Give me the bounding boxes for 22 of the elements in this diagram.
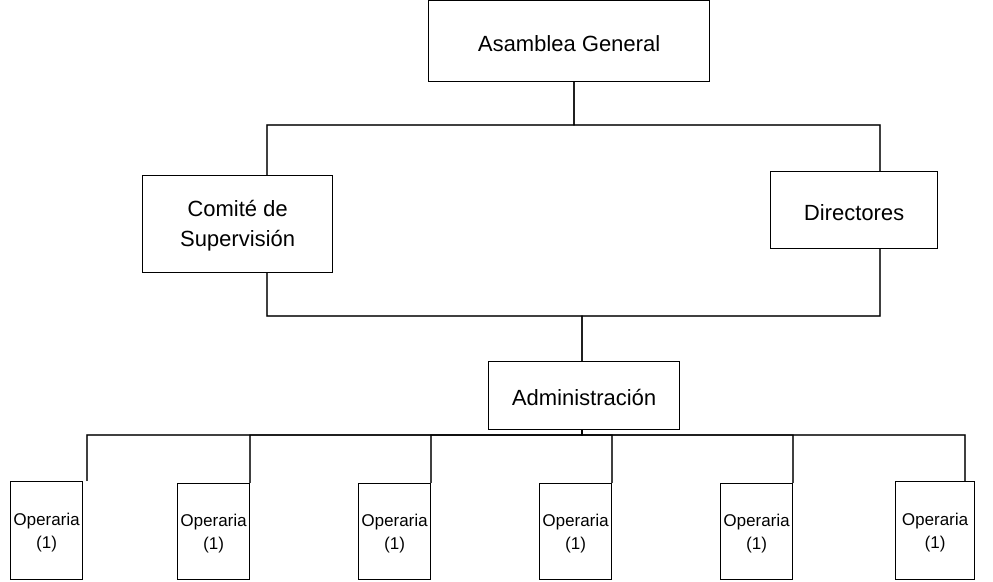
- box-label: Directores: [802, 198, 906, 226]
- box-label: Operaria (1): [360, 510, 429, 554]
- connector-line: [573, 82, 881, 171]
- org-box: [10, 481, 83, 580]
- box-label: Operaria (1): [722, 510, 791, 554]
- box-label: Asamblea General: [476, 30, 662, 58]
- box-label: Comité de Supervisión: [179, 195, 296, 253]
- connector-line: [581, 249, 881, 361]
- box-label: Operaria (1): [900, 508, 970, 554]
- org-box: [428, 0, 710, 82]
- org-box: [177, 483, 250, 580]
- org-box: [358, 483, 431, 580]
- box-label: Operaria (1): [12, 508, 81, 554]
- org-box: [770, 171, 938, 249]
- org-box: [720, 483, 793, 580]
- org-box: [895, 481, 975, 580]
- box-label: Administración: [510, 384, 658, 412]
- org-box: [488, 361, 680, 430]
- box-label: Operaria (1): [541, 510, 610, 554]
- box-label: Operaria (1): [179, 510, 248, 554]
- org-box: [539, 483, 612, 580]
- org-box: [142, 175, 333, 273]
